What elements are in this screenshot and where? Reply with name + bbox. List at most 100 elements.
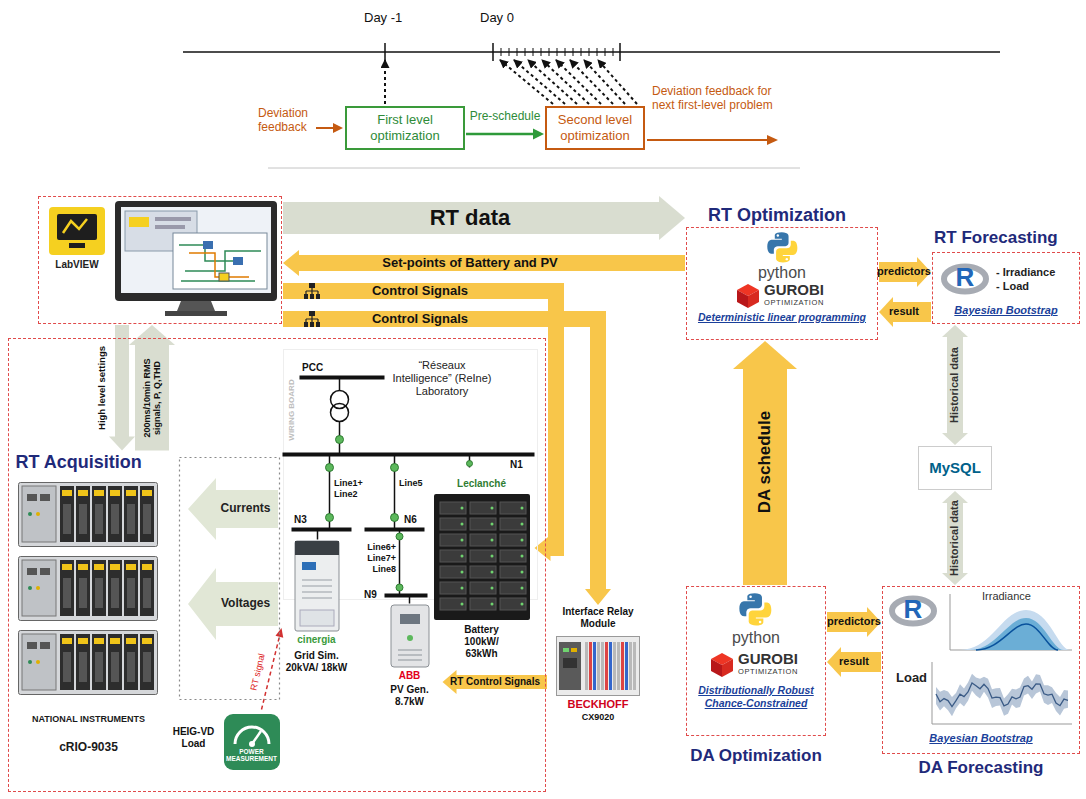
connector <box>283 250 685 276</box>
plain-label: Day 0 <box>480 10 526 26</box>
edge-label: Historical data <box>948 330 961 440</box>
database-box: MySQL <box>918 446 992 490</box>
load-chart <box>888 658 1074 728</box>
optimizer-panel: RT OptimizationpythonGUROBIOPTIMIZATIOND… <box>686 205 878 340</box>
arrow-head <box>533 129 544 140</box>
text-slot: RT Control Signals <box>443 676 547 688</box>
labview-logo <box>49 207 105 255</box>
node-text: python <box>686 628 826 647</box>
text-slot: DA Optimization <box>686 746 826 766</box>
edge-label: predictors <box>876 265 932 278</box>
text-slot: Grid Sim. 20kVA/ 18kW <box>284 650 350 674</box>
plain-label: Deviation feedback <box>258 106 320 135</box>
text-slot: Day -1 <box>364 10 416 26</box>
network-icon <box>304 311 320 327</box>
edge-label: Historical data <box>948 493 961 583</box>
monitor-illustration <box>115 201 277 317</box>
text-slot: Interface Relay Module <box>548 606 648 630</box>
crio-illustration <box>18 482 158 702</box>
node-text: Bayesian Bootstrap <box>886 732 1076 745</box>
arrow-head <box>942 325 968 337</box>
text-slot: PV Gen. 8.7kW <box>378 684 442 708</box>
plain-label: N6 <box>404 514 426 526</box>
edge-label: result <box>876 305 932 318</box>
node-text: DA Optimization <box>686 746 826 766</box>
text-slot: - Irradiance <box>996 266 1076 279</box>
monitor-illustration-holder <box>115 201 277 317</box>
text-slot: Line5 <box>399 478 429 489</box>
text-slot: Deviation feedback <box>258 106 320 135</box>
text-slot: DA schedule <box>755 362 775 562</box>
pv-inverter-illustration-holder <box>390 604 430 668</box>
text-slot: ABB <box>378 670 442 682</box>
text-slot: “Réseaux Intelligence” (ReIne) Laborator… <box>389 359 495 399</box>
text-slot: Historical data <box>948 493 961 583</box>
edge-label: Control Signals <box>350 311 490 327</box>
text-slot: Control Signals <box>350 283 490 299</box>
battery-illustration <box>434 494 530 620</box>
edge-label: High level settings <box>96 328 107 448</box>
connector <box>733 341 797 585</box>
text-slot: PCC <box>302 362 332 374</box>
plain-label: Deviation feedback for next first-level … <box>652 84 778 113</box>
forecast-panel: RT ForecastingR- Irradiance- LoadBayesia… <box>932 228 1080 324</box>
connector-line <box>262 635 280 710</box>
grid-simulator-illustration-holder <box>294 540 340 632</box>
edge-label: Set-points of Battery and PV <box>305 255 635 271</box>
arrow-head <box>733 341 797 369</box>
acquisition-group: RT AcquisitionNATIONAL INSTRUMENTScRIO-9… <box>14 452 164 777</box>
grid-simulator: cinergiaGrid Sim. 20kVA/ 18kW <box>284 540 350 692</box>
text-slot: Line6+ Line7+ Line8 <box>362 542 396 574</box>
pv-inverter-illustration <box>390 604 430 668</box>
text-slot: LabVIEW <box>43 259 111 271</box>
node-text: First level optimization <box>349 112 461 143</box>
text-slot: CX9020 <box>548 712 648 723</box>
arrow-head <box>942 433 968 445</box>
node-text: HEIG-VD Load <box>166 726 222 750</box>
text-slot: predictors <box>826 615 882 628</box>
text-slot: Day 0 <box>480 10 526 26</box>
text-slot: python <box>686 628 826 647</box>
plain-label: Day -1 <box>364 10 416 26</box>
plain-label: Line5 <box>399 478 429 489</box>
node-text: GUROBI <box>738 650 824 668</box>
text-slot: Voltages <box>216 596 276 610</box>
load-meter: HEIG-VD LoadPOWER MEASUREMENT <box>166 712 282 774</box>
node-text: RT Optimization <box>708 205 878 227</box>
node-text: GUROBI <box>764 281 864 299</box>
text-slot: Set-points of Battery and PV <box>305 255 635 271</box>
text-slot: BECKHOFF <box>548 698 648 711</box>
node-text: Battery 100kW/ 63kWh <box>452 624 512 660</box>
relay-module: Interface Relay ModuleBECKHOFFCX9020 <box>548 606 648 730</box>
node-text: POWER MEASUREMENT <box>224 748 280 762</box>
node-text: Second level optimization <box>549 112 641 143</box>
connector-line <box>296 255 685 271</box>
node-text: R <box>950 264 980 290</box>
node-text: python <box>726 263 838 282</box>
text-slot: OPTIMIZATION <box>738 667 824 676</box>
text-slot: N3 <box>294 514 316 526</box>
node-text: NATIONAL INSTRUMENTS <box>14 714 164 725</box>
gurobi-logo <box>736 283 760 309</box>
text-slot: predictors <box>876 265 932 278</box>
node-text: CX9020 <box>548 712 648 723</box>
node-text: Leclanché <box>430 478 534 490</box>
arrow-head <box>827 647 841 677</box>
battery-illustration-holder <box>434 494 530 620</box>
text-slot: N9 <box>364 589 384 601</box>
plain-label: Line1+ Line2 <box>334 478 374 500</box>
node-text: Bayesian Bootstrap <box>936 304 1076 317</box>
node-text: Interface Relay Module <box>548 606 648 630</box>
edge-label: result <box>826 655 882 668</box>
process-box: First level optimization <box>345 106 465 150</box>
arrow-head <box>129 325 175 345</box>
network-icon <box>304 283 320 299</box>
edge-label: RT Control Signals <box>443 676 547 688</box>
node-text: Voltages <box>216 596 276 610</box>
text-slot: NATIONAL INSTRUMENTS <box>14 714 164 725</box>
arrow-head <box>109 437 135 451</box>
connector-line <box>135 341 169 451</box>
text-slot: First level optimization <box>349 112 461 143</box>
